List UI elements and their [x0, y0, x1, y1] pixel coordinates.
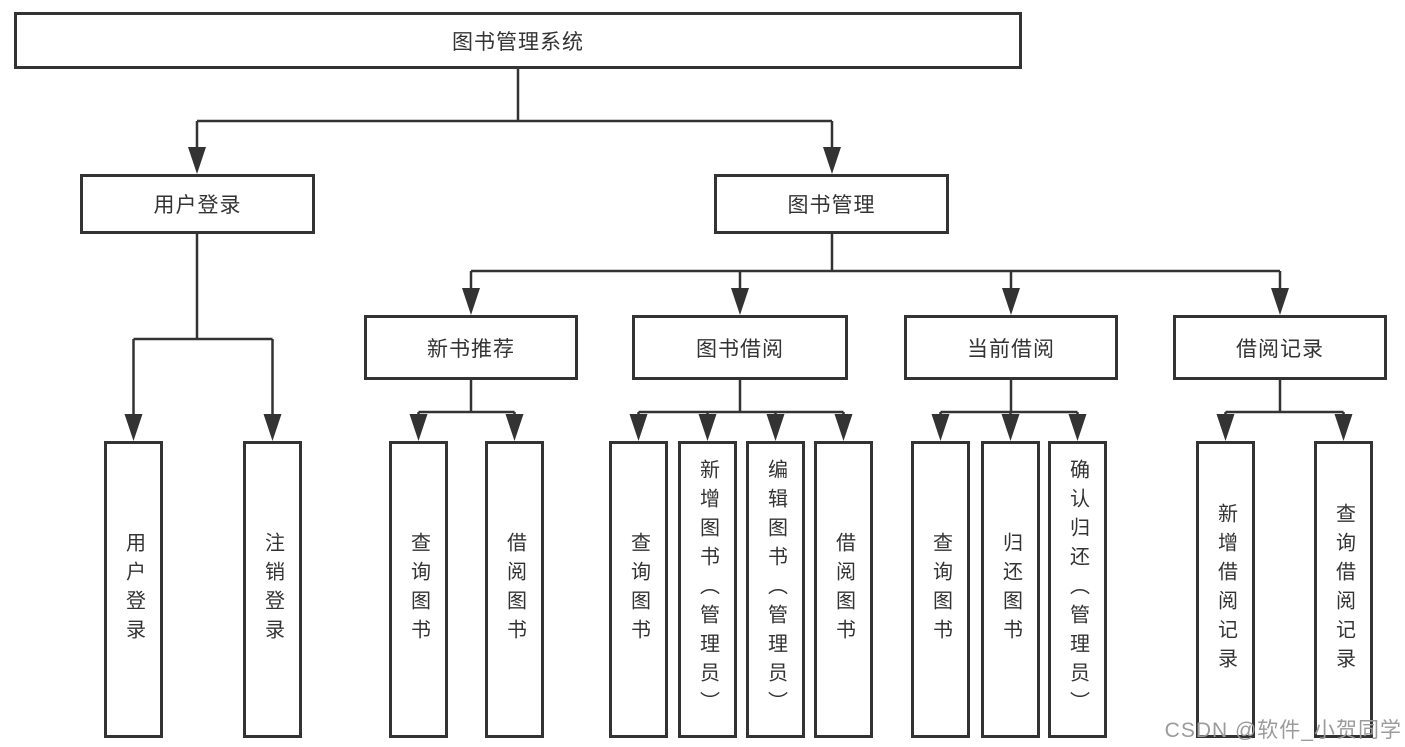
leaf-logout: 注销登录 [243, 441, 302, 738]
leaf-return-book: 归还图书 [981, 441, 1040, 738]
leaf-borrow-books: 借阅图书 [814, 441, 873, 738]
leaf-confirm-return-admin: 确认归还（管理员） [1048, 441, 1107, 738]
leaf-user-login-label: 用户登录 [122, 531, 145, 648]
leaf-query-books-recommend-label: 查询图书 [407, 531, 430, 648]
connector-user-login-children [124, 234, 282, 441]
leaf-query-books-current: 查询图书 [911, 441, 970, 738]
leaf-query-books-recommend: 查询图书 [389, 441, 448, 738]
leaf-edit-book-admin: 编辑图书（管理员） [746, 441, 805, 738]
leaf-add-borrow-record: 新增借阅记录 [1196, 441, 1255, 738]
node-book-borrow: 图书借阅 [632, 315, 848, 380]
node-new-book-recommend: 新书推荐 [364, 315, 578, 380]
node-root-library-management-system: 图书管理系统 [14, 12, 1022, 69]
connector-new-book-recommend-children [409, 380, 524, 441]
leaf-borrow-books-label: 借阅图书 [832, 531, 855, 648]
node-book-management: 图书管理 [714, 174, 949, 234]
leaf-query-books-current-label: 查询图书 [929, 531, 952, 648]
leaf-add-book-admin-label: 新增图书（管理员） [696, 459, 719, 720]
node-user-login: 用户登录 [80, 174, 315, 234]
leaf-query-borrow-record: 查询借阅记录 [1314, 441, 1373, 738]
connector-borrow-records-children [1216, 380, 1353, 441]
leaf-user-login: 用户登录 [104, 441, 163, 738]
connector-book-management-to-level3 [462, 234, 1289, 315]
leaf-add-borrow-record-label: 新增借阅记录 [1214, 502, 1237, 677]
leaf-query-books-borrow: 查询图书 [609, 441, 668, 738]
leaf-borrow-books-recommend-label: 借阅图书 [503, 531, 526, 648]
leaf-query-borrow-record-label: 查询借阅记录 [1332, 502, 1355, 677]
connector-book-borrow-children [629, 380, 853, 441]
leaf-add-book-admin: 新增图书（管理员） [678, 441, 737, 738]
connector-current-borrow-children [931, 380, 1087, 441]
leaf-return-book-label: 归还图书 [999, 531, 1022, 648]
leaf-confirm-return-admin-label: 确认归还（管理员） [1066, 459, 1089, 720]
node-current-borrow: 当前借阅 [904, 315, 1118, 380]
leaf-logout-label: 注销登录 [261, 531, 284, 648]
leaf-query-books-borrow-label: 查询图书 [627, 531, 650, 648]
leaf-edit-book-admin-label: 编辑图书（管理员） [764, 459, 787, 720]
connector-root-to-level2 [188, 69, 841, 174]
leaf-borrow-books-recommend: 借阅图书 [485, 441, 544, 738]
node-borrow-records: 借阅记录 [1173, 315, 1387, 380]
